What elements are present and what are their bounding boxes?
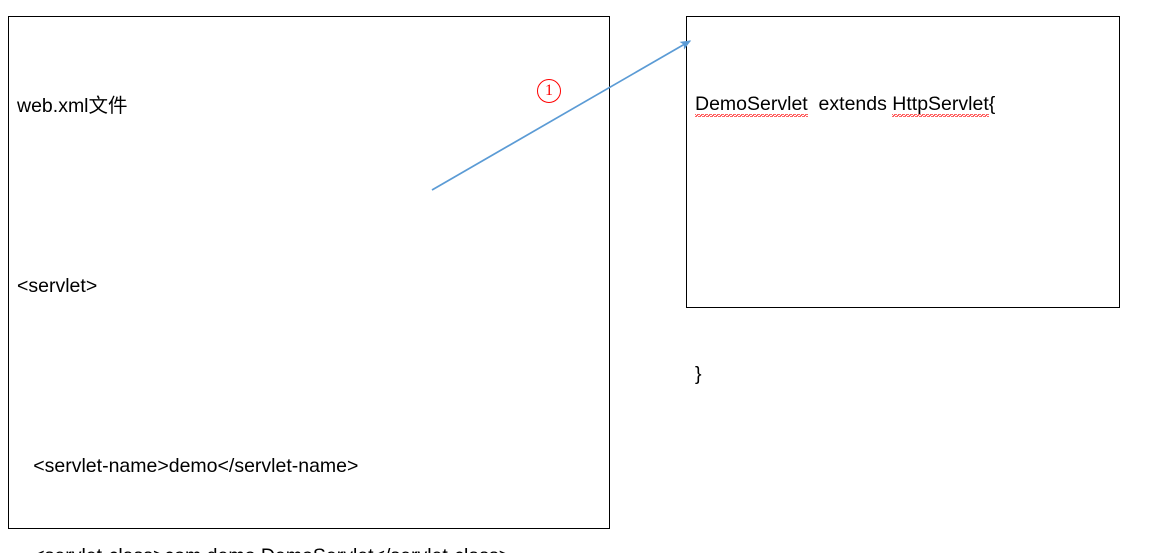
servlet-class-name: DemoServlet <box>695 93 808 118</box>
webxml-line-servlet-open: <servlet> <box>17 275 98 297</box>
webxml-blank-line-2 <box>17 361 617 391</box>
servlet-class-prefix: <servlet-class> <box>17 545 164 553</box>
servlet-class-value: com.demo.DemoServlet <box>164 545 374 553</box>
webxml-panel: web.xml文件 <servlet> <servlet-name>demo</… <box>8 16 610 553</box>
servlet-blank-line-1 <box>695 179 1127 209</box>
servlet-blank-line-2 <box>695 269 1127 299</box>
servlet-close-brace: } <box>695 363 702 385</box>
webxml-code-block: web.xml文件 <servlet> <servlet-name>demo</… <box>17 31 617 553</box>
webxml-blank-line-1 <box>17 181 617 211</box>
servlet-class-declaration: DemoServlet extends HttpServlet{ <box>695 89 1127 119</box>
webxml-heading: web.xml文件 <box>17 95 128 117</box>
servlet-superclass-name: HttpServlet <box>892 93 989 118</box>
callout-number-1: 1 <box>537 79 561 103</box>
webxml-line-servlet-name: <servlet-name>demo</servlet-name> <box>17 455 359 477</box>
servlet-class-panel: DemoServlet extends HttpServlet{ } <box>686 16 1120 385</box>
servlet-open-brace: { <box>988 93 996 115</box>
servlet-code-block: DemoServlet extends HttpServlet{ } <box>695 29 1127 449</box>
webxml-line-servlet-class: <servlet-class>com.demo.DemoServlet</ser… <box>17 541 617 553</box>
servlet-class-suffix: </servlet-class> <box>374 545 511 553</box>
servlet-extends-keyword: extends <box>807 93 893 115</box>
